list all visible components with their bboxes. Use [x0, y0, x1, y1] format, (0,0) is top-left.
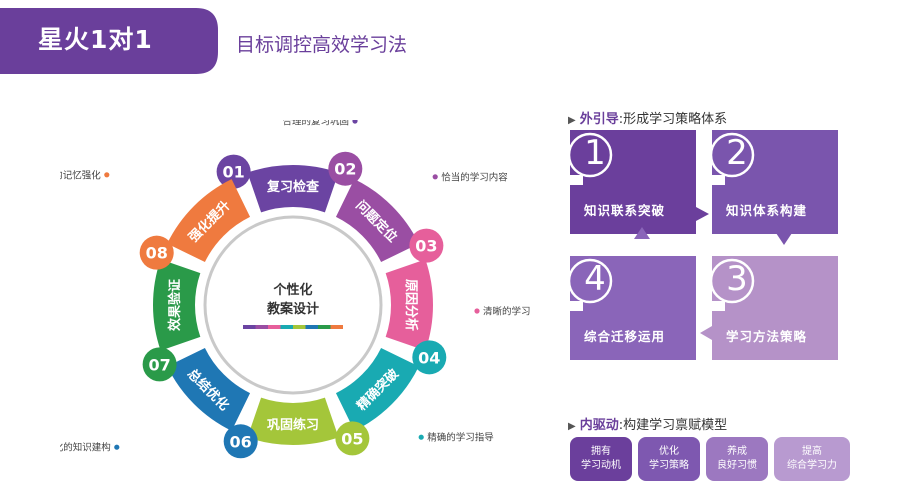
segment-number-badge: [335, 421, 370, 456]
note-dot: [432, 174, 438, 180]
wheel-segment: [167, 179, 251, 263]
center-color-bar: [293, 325, 306, 329]
segment-number-badge: [409, 228, 444, 263]
wheel-segment: [385, 259, 433, 351]
segment-number: 02: [334, 160, 356, 179]
segment-number-badge: [328, 151, 363, 186]
segment-label: 巩固练习: [267, 417, 319, 433]
brand-title: 星火1对1: [38, 25, 153, 54]
segment-note: 合理的复习巩固: [282, 120, 349, 128]
center-color-bar: [330, 325, 343, 329]
strategy-card-4: 4 综合迁移运用: [570, 256, 696, 360]
wheel-segment: [167, 347, 251, 431]
segment-note: 恰当的学习内容: [441, 171, 508, 183]
inner-drive-text: :构建学习禀赋模型: [618, 418, 728, 433]
segment-label: 效果验证: [167, 279, 183, 331]
wheel-segment: [247, 165, 339, 213]
segment-number: 05: [341, 429, 363, 448]
note-dot: [418, 434, 424, 440]
strategy-card-label: 知识联系突破: [584, 203, 666, 218]
header-tab: [0, 8, 218, 74]
drive-pill-2: 优化 学习策略: [638, 437, 700, 481]
triangle-icon: ▶: [568, 115, 576, 126]
center-color-bar: [305, 325, 318, 329]
drive-pill-line2: 学习策略: [649, 460, 689, 471]
center-color-bar: [318, 325, 331, 329]
segment-number-badge: [142, 347, 177, 382]
segment-number: 07: [148, 355, 170, 374]
page-title: 目标调控高效学习法: [236, 34, 408, 56]
segment-number-badge: [216, 154, 251, 189]
drive-pill-line1: 优化: [659, 446, 679, 457]
segment-label: 原因分析: [403, 279, 419, 331]
process-wheel: 01复习检查合理的复习巩固02问题定位恰当的学习内容03原因分析清晰的学习目标0…: [60, 120, 530, 459]
drive-pill-line1: 拥有: [591, 446, 611, 457]
wheel-segment: [335, 347, 419, 431]
circled-number-icon: 2: [726, 133, 748, 173]
segment-number: 03: [415, 237, 437, 256]
inner-drive-heading: ▶内驱动:构建学习禀赋模型: [568, 414, 727, 433]
circled-number-icon: 4: [584, 259, 606, 299]
center-color-bar: [280, 325, 293, 329]
outer-guide-text: :形成学习策略体系: [618, 112, 728, 127]
strategy-card-3: 3 学习方法策略: [712, 256, 838, 360]
wheel-segment: [152, 259, 201, 351]
wheel-segment: [335, 179, 419, 263]
arrow-down-icon: [776, 233, 792, 245]
segment-number-badge: [412, 340, 447, 375]
wheel-center-line1: 个性化: [273, 283, 313, 298]
outer-guide-heading: ▶外引导:形成学习策略体系: [568, 108, 727, 127]
drive-pill-line2: 学习动机: [581, 460, 621, 471]
center-color-bar: [243, 325, 256, 329]
arrow-right-icon: [696, 207, 709, 221]
circled-number-icon: 1: [584, 133, 606, 173]
wheel-center-line2: 教案设计: [266, 302, 319, 317]
note-dot: [474, 308, 480, 314]
center-ring: [203, 215, 383, 395]
note-dot: [352, 120, 358, 124]
segment-number-badge: [139, 235, 174, 270]
center-color-bar: [268, 325, 281, 329]
wheel-segment: [247, 397, 339, 445]
segment-label: 复习检查: [266, 179, 320, 195]
strategy-card-label: 知识体系构建: [726, 203, 808, 218]
segment-note: 科学的记忆强化: [60, 169, 101, 181]
outer-guide-key: 外引导: [579, 112, 619, 127]
segment-number: 06: [230, 432, 252, 451]
arrow-left-icon: [700, 326, 712, 340]
segment-note: 精确的学习指导: [427, 432, 494, 444]
drive-pill-3: 养成 良好习惯: [706, 437, 768, 481]
triangle-icon: ▶: [568, 421, 576, 432]
segment-number: 08: [146, 244, 168, 263]
drive-pill-1: 拥有 学习动机: [570, 437, 632, 481]
strategy-card-label: 综合迁移运用: [584, 329, 666, 344]
note-dot: [114, 444, 120, 450]
inner-drive-key: 内驱动: [579, 418, 619, 433]
drive-pill-4: 提高 综合学习力: [774, 437, 850, 481]
drive-pill-line2: 良好习惯: [717, 460, 757, 471]
segment-number-badge: [223, 424, 258, 459]
segment-note: 清晰的学习目标: [483, 306, 530, 318]
arrow-up-icon: [634, 227, 650, 239]
strategy-card-1: 1 知识联系突破: [570, 130, 696, 234]
strategy-card-label: 学习方法策略: [726, 329, 808, 344]
card-decorations: [563, 132, 792, 340]
drive-pill-line1: 养成: [727, 446, 747, 457]
segment-number: 04: [418, 348, 440, 367]
circled-number-icon: 3: [726, 259, 748, 299]
strategy-card-2: 2 知识体系构建: [712, 130, 838, 234]
note-dot: [104, 172, 110, 178]
drive-pill-line2: 综合学习力: [787, 460, 837, 471]
drive-pill-line1: 提高: [802, 446, 822, 457]
center-color-bar: [255, 325, 268, 329]
segment-number: 01: [222, 163, 244, 182]
